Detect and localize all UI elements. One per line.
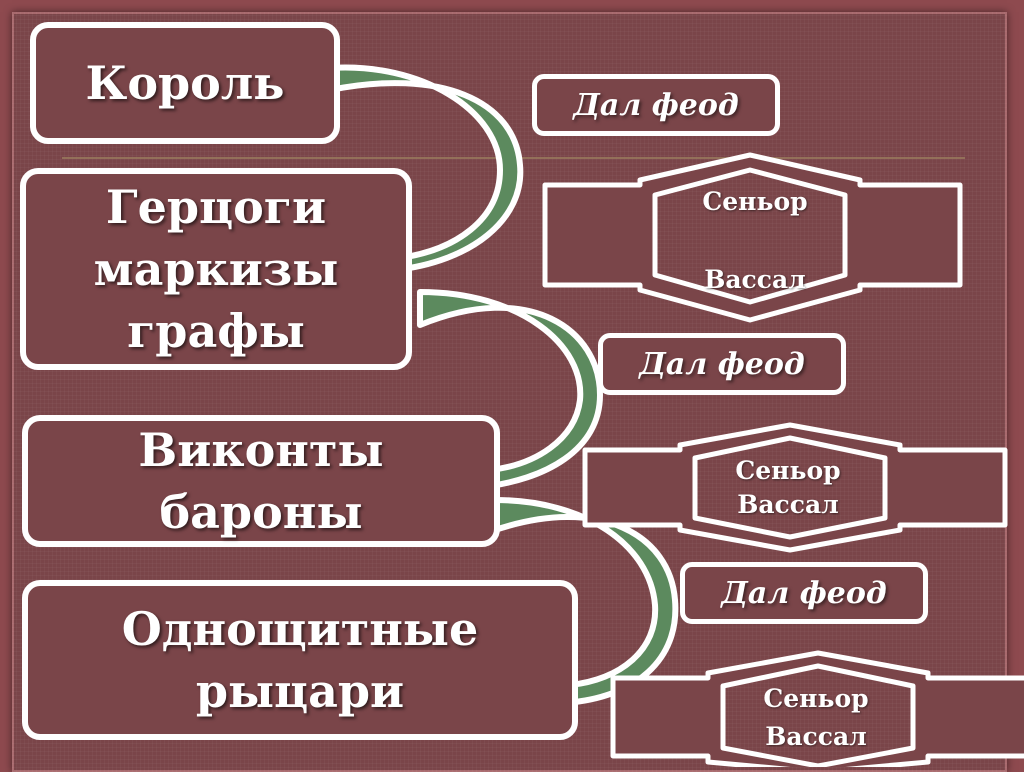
relation-text-1: Сеньор Вассал (655, 182, 855, 300)
level-label-knights: Однощитные рыцари (121, 601, 479, 718)
feod-label-1: Дал феод (532, 74, 780, 136)
relation-double-arrow-1 (542, 152, 963, 323)
senior-label-3: Сеньор (763, 684, 869, 713)
feod-label-2-text: Дал феод (639, 346, 805, 382)
feod-label-2: Дал феод (598, 333, 846, 395)
feod-label-3-text: Дал феод (721, 575, 887, 611)
level-box-viscounts: Виконты бароны (22, 415, 500, 547)
senior-label-1: Сеньор (702, 187, 808, 216)
level-label-viscounts: Виконты бароны (138, 422, 384, 539)
level-label-dukes: Герцоги маркизы графы (93, 179, 339, 359)
relation-text-3: Сеньор Вассал (716, 680, 916, 756)
relation-spacer-1 (655, 222, 855, 260)
vassal-label-2: Вассал (737, 490, 839, 519)
feod-label-3: Дал феод (680, 562, 928, 624)
level-box-king: Король (30, 22, 340, 144)
level-label-king: Король (85, 55, 285, 110)
vassal-label-1: Вассал (704, 265, 806, 294)
relation-text-2: Сеньор Вассал (688, 454, 888, 522)
level-box-dukes: Герцоги маркизы графы (20, 168, 412, 370)
vassal-label-3: Вассал (765, 722, 867, 751)
senior-label-2: Сеньор (735, 456, 841, 485)
relation-double-arrow-2 (582, 422, 1008, 553)
feod-label-1-text: Дал феод (573, 87, 739, 123)
level-box-knights: Однощитные рыцари (22, 580, 578, 740)
relation-double-arrow-3 (610, 650, 1024, 767)
